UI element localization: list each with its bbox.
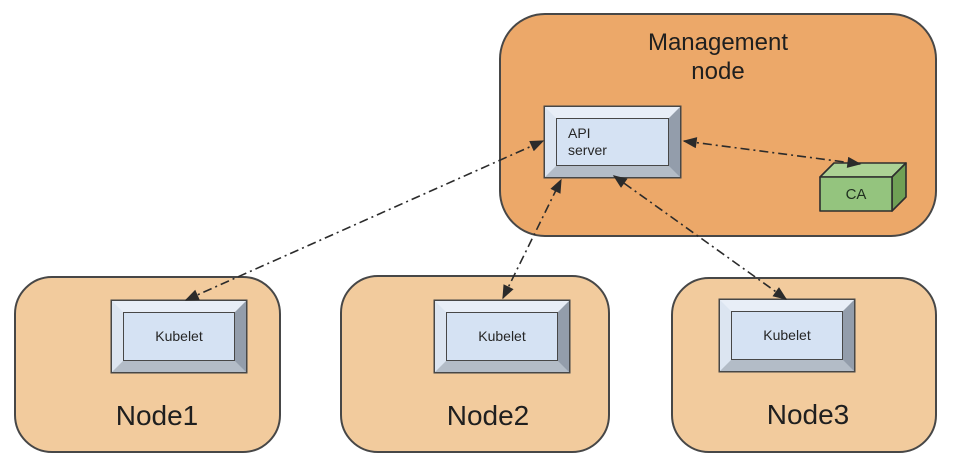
node2-label: Node2 bbox=[446, 400, 530, 431]
kubelet-label-node1: Kubelet bbox=[155, 328, 203, 344]
kubelet-label-node3: Kubelet bbox=[763, 327, 811, 343]
kubelet-box-node2: Kubelet bbox=[435, 301, 569, 372]
api-server-box: API server bbox=[545, 107, 680, 177]
node3-label: Node3 bbox=[766, 399, 850, 430]
api-server-label: API server bbox=[568, 125, 607, 158]
management-node-title: Management node bbox=[647, 29, 789, 85]
kubelet-label-node2: Kubelet bbox=[478, 328, 526, 344]
kubelet-box-node1: Kubelet bbox=[112, 301, 246, 372]
node1-label: Node1 bbox=[115, 400, 199, 431]
kubelet-box-node3: Kubelet bbox=[720, 300, 854, 371]
